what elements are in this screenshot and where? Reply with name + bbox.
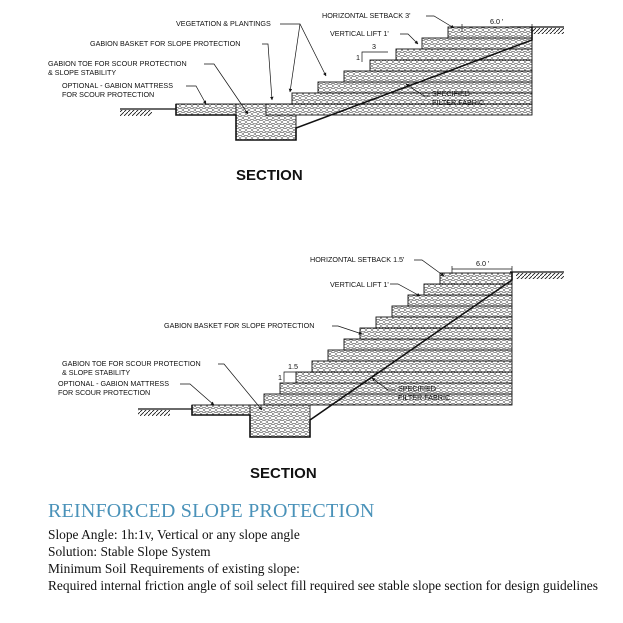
label-toe-2-2: & SLOPE STABILITY	[62, 368, 130, 377]
ground-hatch-left-2	[138, 410, 170, 416]
notes-friction-angle: Required internal friction angle of soil…	[48, 578, 598, 593]
label-width-2: 6.0 '	[476, 259, 490, 268]
gabion-basket-tier-10	[407, 294, 513, 307]
filter-fabric-outline-2	[191, 272, 513, 438]
leader-gabion-basket-2	[332, 325, 363, 335]
leader-vegetation-2	[288, 23, 301, 93]
label-setback: HORIZONTAL SETBACK 3'	[322, 11, 411, 20]
gabion-basket-tier-9	[391, 305, 513, 318]
label-mattress-1: OPTIONAL - GABION MATTRESS	[62, 81, 173, 90]
label-slope-run: 3	[372, 42, 376, 51]
label-slope-rise-2: 1	[278, 373, 282, 382]
gabion-basket-steps	[265, 26, 533, 116]
label-slope-run-2: 1.5	[288, 362, 298, 371]
gabion-basket-tier-1	[263, 393, 513, 406]
leader-vertical-lift	[400, 33, 419, 45]
leader-toe	[204, 63, 249, 115]
ground-hatch-right	[528, 28, 564, 34]
label-filter-1-2: SPECIFIED	[398, 384, 436, 393]
label-mattress-2-2: FOR SCOUR PROTECTION	[58, 388, 150, 397]
gabion-basket-tier-2	[279, 382, 513, 395]
leader-mattress	[186, 85, 207, 105]
leader-mattress-2	[180, 383, 215, 406]
leader-vertical-lift-2	[390, 283, 421, 297]
gabion-slope-sections-diagram: VEGETATION & PLANTINGS GABION BASKET FOR…	[48, 11, 564, 482]
gabion-basket-tier-6	[395, 48, 533, 61]
label-mattress-1-2: OPTIONAL - GABION MATTRESS	[58, 379, 169, 388]
gabion-basket-tier-3	[317, 81, 533, 94]
notes-min-soil: Minimum Soil Requirements of existing sl…	[48, 561, 300, 576]
gabion-basket-tier-12	[439, 272, 513, 285]
section-1-title: SECTION	[236, 167, 303, 184]
label-vertical-lift: VERTICAL LIFT 1'	[330, 29, 389, 38]
label-mattress-2: FOR SCOUR PROTECTION	[62, 90, 154, 99]
leader-filter-fabric-2	[371, 377, 396, 391]
gabion-basket-tier-1	[265, 103, 533, 116]
section-2: HORIZONTAL SETBACK 1.5' 6.0 ' VERTICAL L…	[58, 255, 564, 482]
gabion-mattress	[175, 103, 237, 116]
slope-triangle-2	[283, 371, 298, 382]
label-slope-rise: 1	[356, 53, 360, 62]
gabion-basket-tier-4	[343, 70, 533, 83]
gabion-basket-tier-6	[343, 338, 513, 351]
notes-solution: Solution: Stable Slope System	[48, 544, 211, 559]
label-width: 6.0 '	[490, 17, 504, 26]
label-setback-2: HORIZONTAL SETBACK 1.5'	[310, 255, 405, 264]
gabion-basket-tier-4	[311, 360, 513, 373]
label-toe-1: GABION TOE FOR SCOUR PROTECTION	[48, 59, 187, 68]
section-1: VEGETATION & PLANTINGS GABION BASKET FOR…	[48, 11, 564, 184]
label-toe-2: & SLOPE STABILITY	[48, 68, 116, 77]
gabion-basket-tier-5	[327, 349, 513, 362]
gabion-toe-2	[249, 404, 311, 438]
filter-fabric-outline	[175, 27, 533, 141]
leader-vegetation	[280, 23, 327, 77]
label-filter-2: FILTER FABRIC	[432, 98, 484, 107]
label-vertical-lift-2: VERTICAL LIFT 1'	[330, 280, 389, 289]
gabion-basket-steps-2	[263, 272, 513, 406]
slope-triangle	[361, 51, 388, 62]
notes-block: REINFORCED SLOPE PROTECTION Slope Angle:…	[48, 500, 608, 594]
leader-filter-fabric	[405, 83, 430, 97]
leader-toe-2	[218, 363, 263, 411]
notes-title: REINFORCED SLOPE PROTECTION	[48, 500, 375, 522]
gabion-basket-tier-7	[421, 37, 533, 50]
gabion-mattress-2	[191, 404, 251, 416]
leader-setback	[426, 15, 455, 29]
ground-hatch-left	[120, 110, 152, 116]
label-vegetation: VEGETATION & PLANTINGS	[176, 19, 271, 28]
section-2-title: SECTION	[250, 465, 317, 482]
gabion-basket-tier-3	[295, 371, 513, 384]
notes-slope-angle: Slope Angle: 1h:1v, Vertical or any slop…	[48, 527, 300, 542]
label-gabion-basket-2: GABION BASKET FOR SLOPE PROTECTION	[164, 321, 314, 330]
label-filter-1: SPECIFIED	[432, 89, 470, 98]
label-filter-2-2: FILTER FABRIC	[398, 393, 450, 402]
label-gabion-basket: GABION BASKET FOR SLOPE PROTECTION	[90, 39, 240, 48]
label-toe-1-2: GABION TOE FOR SCOUR PROTECTION	[62, 359, 201, 368]
leader-gabion-basket	[262, 43, 274, 101]
gabion-basket-tier-8	[447, 26, 533, 39]
leader-setback-2	[414, 259, 445, 277]
gabion-basket-tier-2	[291, 92, 533, 105]
ground-hatch-right-2	[516, 273, 564, 279]
